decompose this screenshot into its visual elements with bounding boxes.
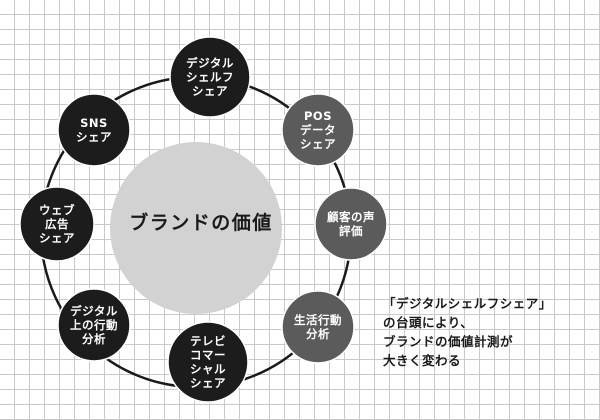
caption: 「デジタルシェルフシェア」 の台頭により、 ブランドの価値計測が 大きく変わる (383, 294, 595, 370)
node-circles (19, 36, 388, 403)
node-circle-pos-data-share (281, 93, 355, 167)
center-label: ブランドの価値 (129, 212, 273, 234)
node-circle-customer-voice-eval (314, 187, 388, 261)
node-circle-tv-commercial-share (167, 321, 249, 403)
node-circle-web-ad-share (19, 186, 95, 262)
caption-line: 大きく変わる (383, 353, 462, 368)
caption-line: の台頭により、 (383, 315, 474, 330)
node-circle-lifestyle-behavior-analysis (281, 290, 355, 364)
node-circle-sns-share (57, 93, 131, 167)
caption-line: 「デジタルシェルフシェア」 (383, 296, 552, 311)
node-circle-digital-shelf-share (169, 36, 251, 118)
center-circle (110, 142, 282, 314)
node-circle-digital-behavior-analysis (57, 288, 131, 362)
caption-line: ブランドの価値計測が (383, 334, 514, 349)
